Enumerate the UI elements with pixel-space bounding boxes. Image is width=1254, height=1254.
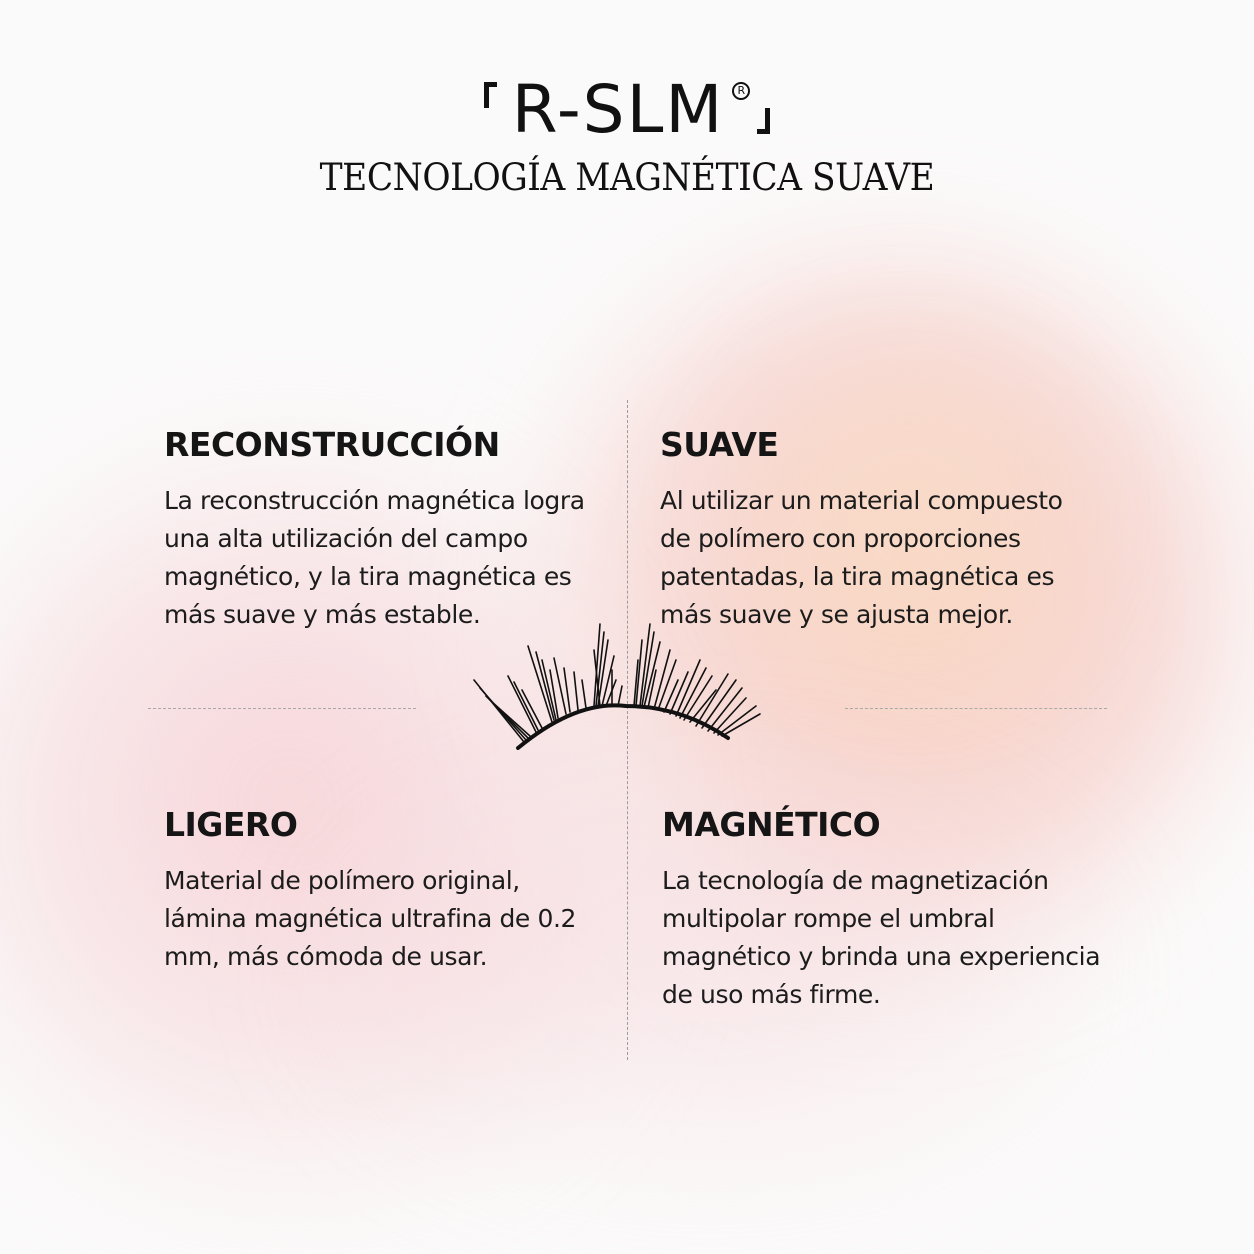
background-blob-peach-highlight	[700, 330, 1120, 690]
feature-title: RECONSTRUCCIÓN	[164, 425, 500, 464]
feature-ligero: LIGERO Material de polímero original, lá…	[164, 806, 609, 976]
feature-magnetico: MAGNÉTICO La tecnología de magnetización…	[662, 806, 1102, 1014]
registered-mark-icon: R	[732, 82, 751, 100]
page-subtitle: TECNOLOGÍA MAGNÉTICA SUAVE	[319, 156, 935, 199]
bracket-close-icon	[756, 70, 771, 134]
eyelash-icon	[473, 623, 761, 750]
feature-title: MAGNÉTICO	[662, 805, 881, 844]
brand-logo: R-SLM R	[483, 70, 771, 150]
bracket-open-icon	[483, 70, 498, 126]
feature-title: LIGERO	[164, 805, 298, 844]
logo-text: R-SLM	[511, 71, 725, 148]
horizontal-divider-right	[845, 708, 1107, 709]
feature-text: La reconstrucción magnética logra una al…	[164, 486, 585, 629]
header: R-SLM R TECNOLOGÍA MAGNÉTICA SUAVE	[0, 70, 1254, 199]
feature-reconstruccion: RECONSTRUCCIÓN La reconstrucción magnéti…	[164, 426, 609, 634]
feature-text: Al utilizar un material compuesto de pol…	[660, 486, 1063, 629]
feature-suave: SUAVE Al utilizar un material compuesto …	[660, 426, 1100, 634]
vertical-divider	[627, 400, 628, 1060]
background-blob-pink-bottom	[300, 780, 1120, 1200]
feature-text: La tecnología de magnetización multipola…	[662, 866, 1101, 1009]
feature-title: SUAVE	[660, 425, 779, 464]
feature-text: Material de polímero original, lámina ma…	[164, 866, 577, 971]
horizontal-divider-left	[148, 708, 416, 709]
